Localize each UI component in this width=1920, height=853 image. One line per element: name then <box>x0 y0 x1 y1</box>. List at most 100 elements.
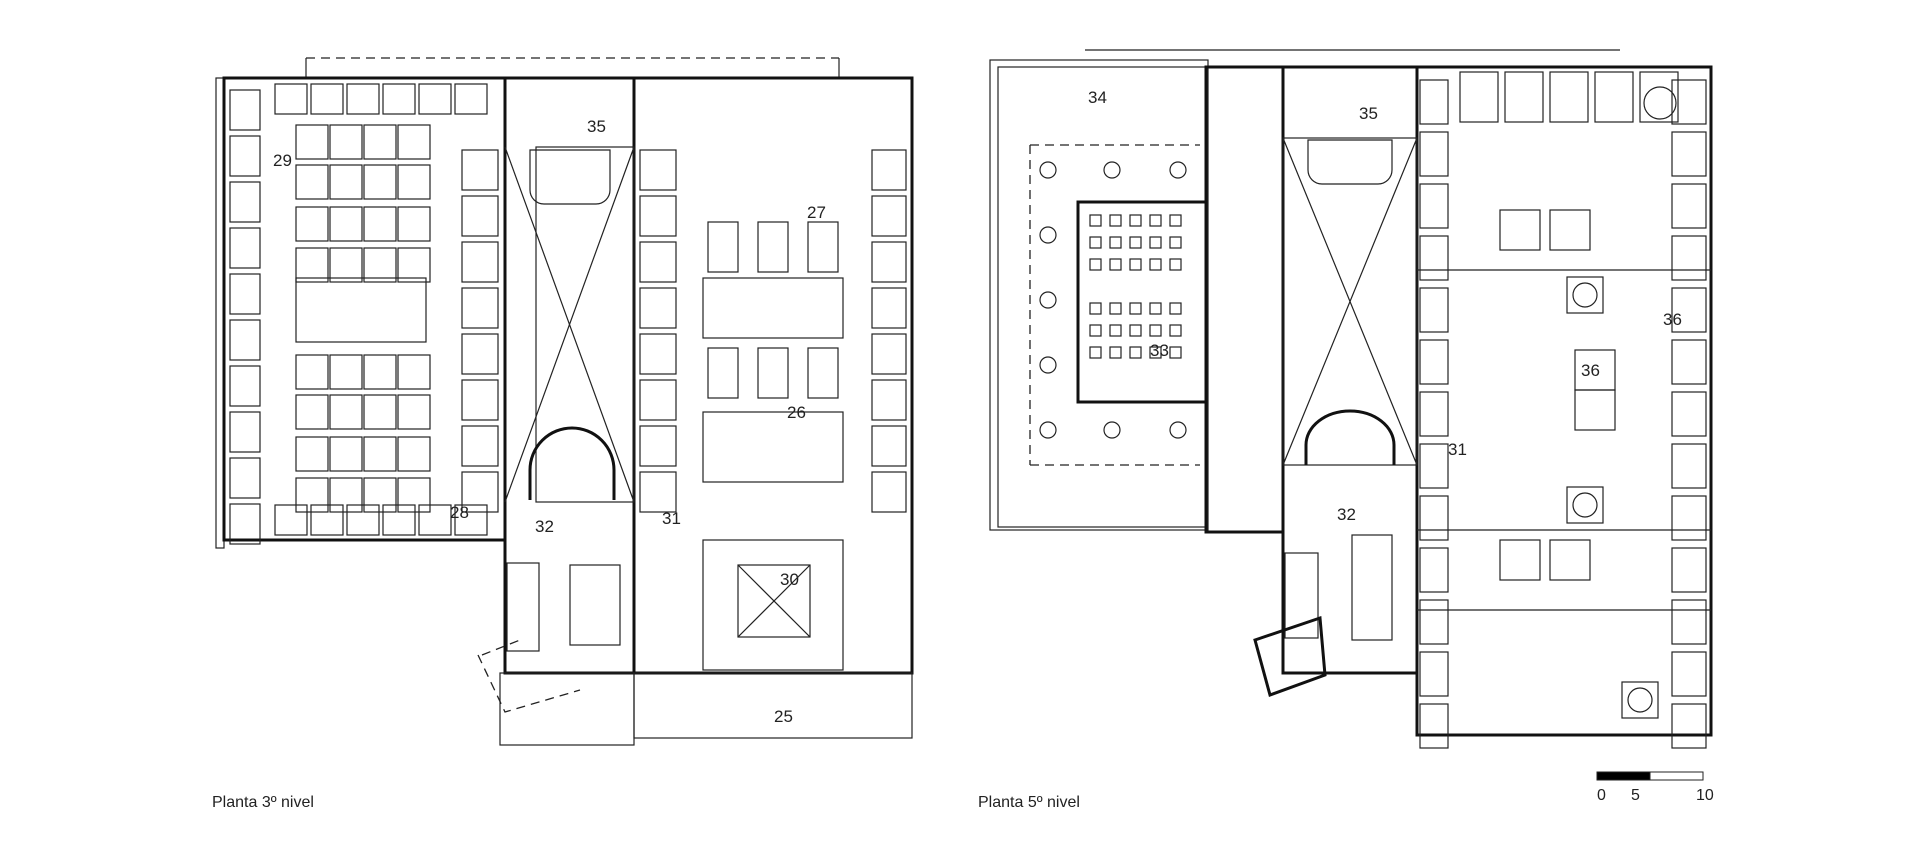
room-label: 29 <box>273 151 292 170</box>
room-label: 26 <box>787 403 806 422</box>
dining-table <box>1169 258 1182 271</box>
office <box>1419 599 1449 645</box>
dining-table <box>1089 346 1102 359</box>
office <box>639 149 677 191</box>
desk-clusters <box>1419 71 1707 749</box>
workstation-cluster <box>295 206 329 242</box>
dining-table <box>1109 324 1122 337</box>
workstation-cluster <box>1499 539 1541 581</box>
perimeter-office <box>382 83 416 115</box>
perimeter-office <box>454 504 488 536</box>
reception-block <box>702 277 844 339</box>
office <box>1419 547 1449 593</box>
workstation-cluster <box>295 124 329 160</box>
dining-table <box>1169 214 1182 227</box>
workstation-cluster <box>397 124 431 160</box>
workstation-cluster <box>707 347 739 399</box>
dining-table <box>1149 324 1162 337</box>
office <box>1419 651 1449 697</box>
meeting-table <box>1643 86 1677 120</box>
perimeter-office <box>229 503 261 545</box>
terrace-34 <box>997 66 1207 528</box>
office <box>639 287 677 329</box>
office <box>639 379 677 421</box>
office <box>1419 79 1449 125</box>
room-label: 31 <box>662 509 681 528</box>
restrooms <box>569 564 621 646</box>
workstation-cluster <box>363 436 397 472</box>
perimeter-office <box>229 181 261 223</box>
perimeter-office <box>274 83 308 115</box>
perimeter-office <box>310 83 344 115</box>
dining-table <box>1089 324 1102 337</box>
perimeter-office <box>229 89 261 131</box>
dining-table <box>1129 236 1142 249</box>
dining-table <box>1129 302 1142 315</box>
office <box>1671 287 1707 333</box>
dining-table <box>1169 236 1182 249</box>
room-label: 27 <box>807 203 826 222</box>
office <box>639 241 677 283</box>
dining-table <box>1129 324 1142 337</box>
scale-bar-empty <box>1649 771 1704 781</box>
workstation-cluster <box>1499 209 1541 251</box>
office <box>1419 235 1449 281</box>
dining-table <box>1089 214 1102 227</box>
perimeter-office <box>229 273 261 315</box>
round-table <box>1039 356 1057 374</box>
round-table <box>1039 421 1057 439</box>
workstation-cluster <box>329 477 363 513</box>
workstation-cluster <box>757 347 789 399</box>
room-label: 31 <box>1448 440 1467 459</box>
room-label: 32 <box>535 517 554 536</box>
workstation-cluster <box>329 206 363 242</box>
office <box>871 241 907 283</box>
plan-5th-level <box>989 49 1713 749</box>
workstation-cluster <box>363 394 397 430</box>
atrium-void <box>535 146 635 503</box>
curved-stair <box>1304 409 1396 465</box>
office <box>1419 495 1449 541</box>
dining-table <box>1169 302 1182 315</box>
office <box>461 425 499 467</box>
room-label: 34 <box>1088 88 1107 107</box>
dining-table <box>1129 258 1142 271</box>
meeting-room-square <box>1621 681 1659 719</box>
office <box>1419 391 1449 437</box>
canopy-dashed <box>477 639 581 713</box>
office <box>1671 79 1707 125</box>
workstation-cluster <box>1574 389 1616 431</box>
room-label: 36 <box>1663 310 1682 329</box>
dining-table <box>1089 302 1102 315</box>
dining-table <box>1089 236 1102 249</box>
spiral-stair <box>528 426 616 500</box>
workstation-cluster <box>397 436 431 472</box>
office <box>461 241 499 283</box>
office <box>461 149 499 191</box>
atrium-30-block <box>702 539 844 671</box>
dining-table <box>1109 346 1122 359</box>
perimeter-office <box>229 365 261 407</box>
room-label: 33 <box>1150 341 1169 360</box>
room-label: 35 <box>587 117 606 136</box>
angled-lounge <box>1253 615 1327 697</box>
office <box>1671 651 1707 697</box>
meeting-table <box>1572 282 1598 308</box>
main-stair <box>529 149 611 205</box>
scale-bar-filled <box>1596 771 1651 781</box>
workstation-cluster <box>329 394 363 430</box>
meeting-table <box>1627 687 1653 713</box>
central-core-wall <box>1281 65 1419 675</box>
round-table <box>1103 161 1121 179</box>
office <box>1671 131 1707 177</box>
atrium-cross <box>1282 137 1418 466</box>
office <box>1549 71 1589 123</box>
workstation-cluster <box>329 164 363 200</box>
dining-table <box>1109 302 1122 315</box>
scale-tick: 10 <box>1696 787 1714 804</box>
perimeter-office <box>229 227 261 269</box>
workstation-cluster <box>363 164 397 200</box>
dining-table <box>1169 324 1182 337</box>
office <box>639 425 677 467</box>
